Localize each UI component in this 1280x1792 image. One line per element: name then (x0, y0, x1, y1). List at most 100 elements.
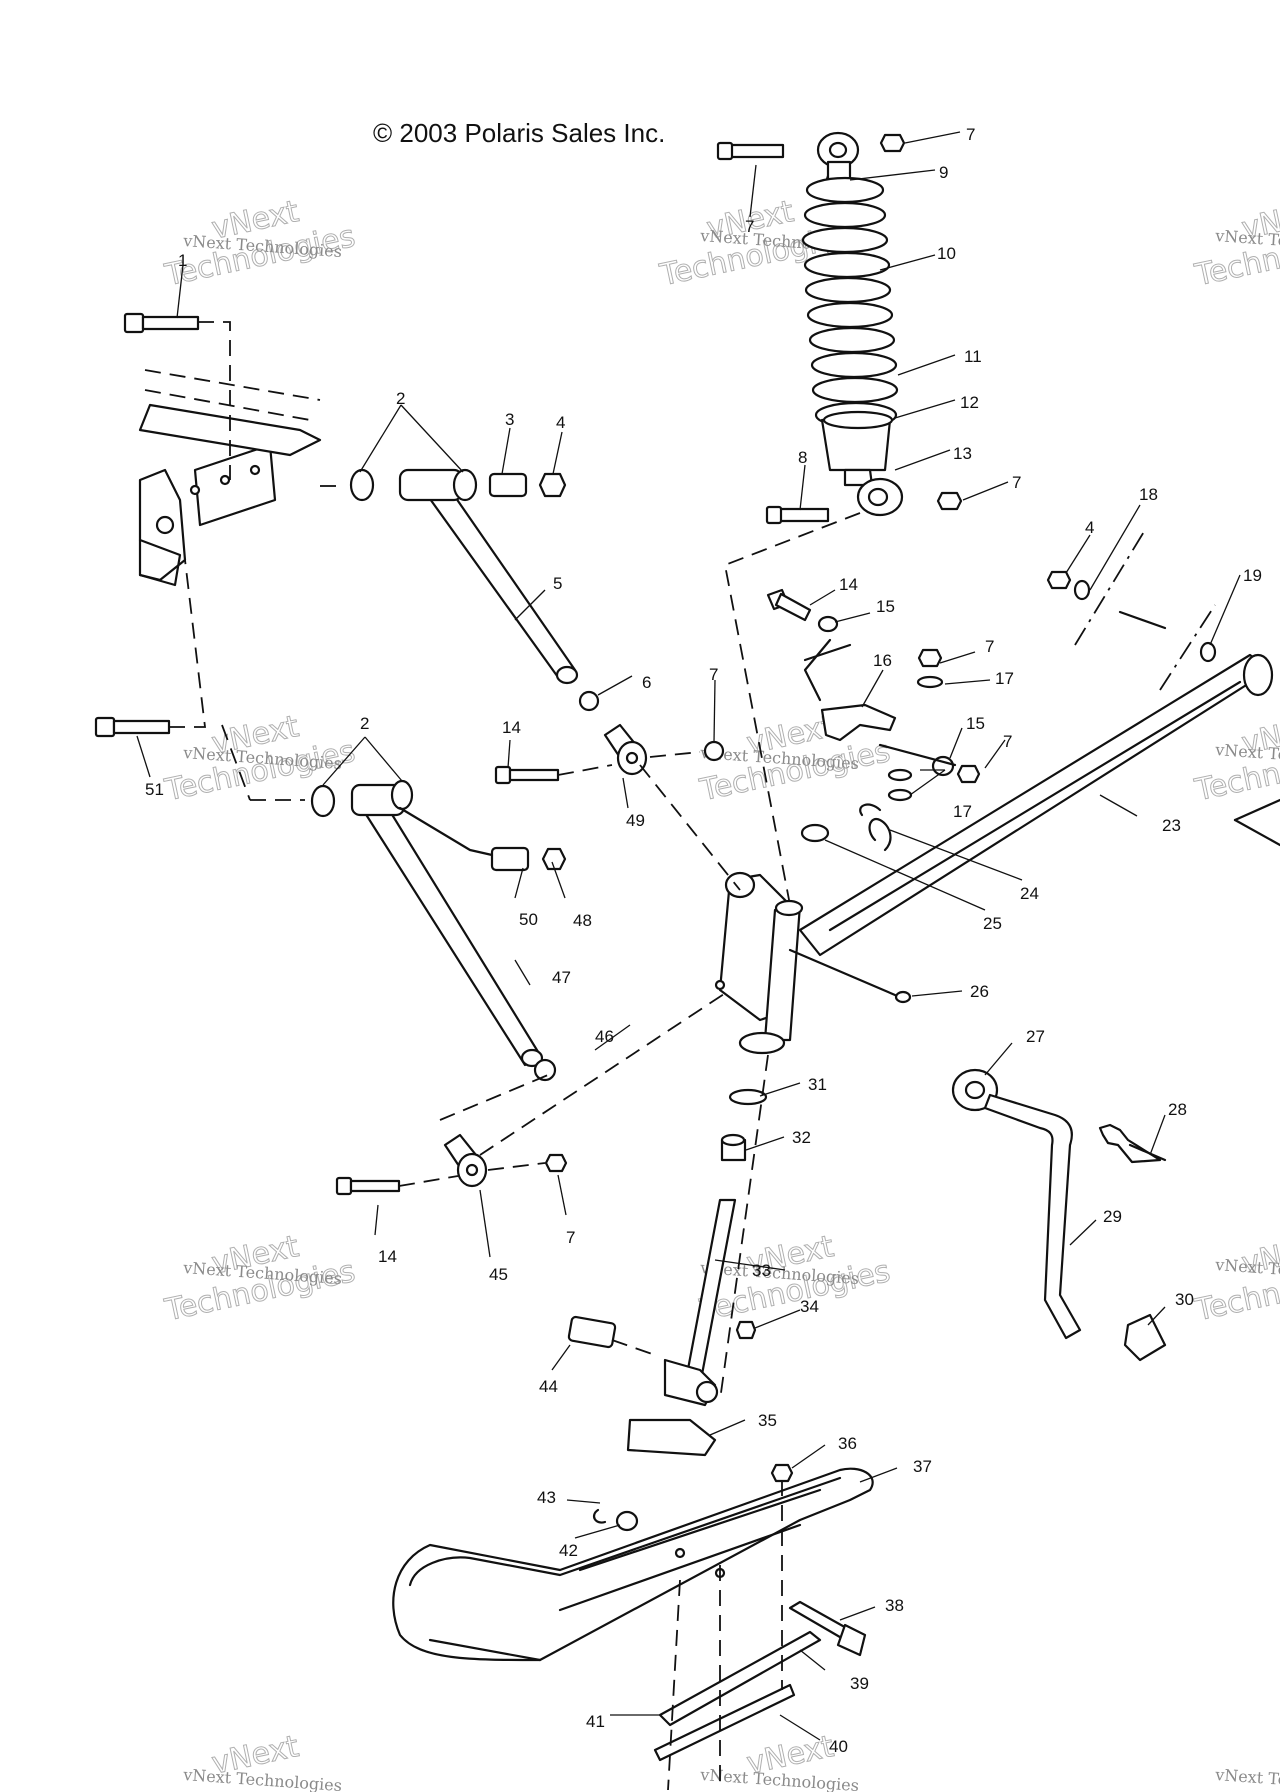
bolt-14-middle (494, 764, 613, 785)
callout-15-lower: 15 (966, 714, 985, 733)
nut-4-right (1046, 570, 1072, 590)
washer-19 (1199, 641, 1217, 663)
callout-8: 8 (798, 448, 807, 467)
shock-absorber (716, 131, 963, 906)
callout-7-bracket: 7 (985, 637, 994, 656)
clip-43 (592, 1508, 607, 1524)
bushing-25 (800, 823, 830, 843)
spring (801, 176, 899, 429)
callout-7: 7 (966, 125, 975, 144)
leader-lines (136, 131, 1241, 1741)
callout-7-right: 7 (1003, 732, 1012, 751)
copyright-notice: © 2003 Polaris Sales Inc. (373, 118, 665, 148)
nut-7-top (879, 133, 906, 153)
callout-10: 10 (937, 244, 956, 263)
upper-a-arm (320, 468, 579, 685)
callout-28: 28 (1168, 1100, 1187, 1119)
callout-3: 3 (505, 410, 514, 429)
callout-4: 4 (556, 413, 565, 432)
callout-6: 6 (642, 673, 651, 692)
callout-33: 33 (752, 1261, 771, 1280)
callout-17: 17 (995, 669, 1014, 688)
callout-15: 15 (876, 597, 895, 616)
callout-26: 26 (970, 982, 989, 1001)
bolt-14-lower (335, 1175, 459, 1196)
ball-joint-49 (603, 723, 648, 776)
callout-2: 2 (396, 389, 405, 408)
shaft-33 (663, 1198, 737, 1407)
nut-7-right (956, 764, 981, 784)
callout-17-lower: 17 (953, 802, 972, 821)
bushing-32 (720, 1133, 747, 1162)
tie-rod-end-30 (1123, 1313, 1167, 1362)
callout-19: 19 (1243, 566, 1262, 585)
callout-2-lower: 2 (360, 714, 369, 733)
callout-11: 11 (964, 347, 982, 366)
nut-36 (770, 1463, 794, 1483)
callout-29: 29 (1103, 1207, 1122, 1226)
callout-30: 30 (1175, 1290, 1194, 1309)
bolt-28 (1098, 1123, 1162, 1164)
callout-39: 39 (850, 1674, 869, 1693)
washer-31 (728, 1088, 768, 1106)
bushing-lower-left (310, 784, 336, 818)
callout-43: 43 (537, 1488, 556, 1507)
callout-labels: 1 2 3 4 5 6 7 8 9 10 11 12 13 14 15 16 1… (145, 125, 1262, 1756)
callout-37: 37 (913, 1457, 932, 1476)
nut-6 (578, 690, 600, 712)
callout-7-middle: 7 (709, 665, 718, 684)
sleeve-3 (488, 472, 528, 498)
callout-14-lower: 14 (378, 1247, 397, 1266)
callout-44: 44 (539, 1377, 558, 1396)
nut-34 (735, 1320, 757, 1340)
callout-4-right: 4 (1085, 518, 1094, 537)
callout-42: 42 (559, 1541, 578, 1560)
callout-7-lower: 7 (566, 1228, 575, 1247)
nut-7-shock (936, 491, 963, 511)
nut-48 (541, 847, 567, 871)
callout-13: 13 (953, 444, 972, 463)
callout-41: 41 (586, 1712, 605, 1731)
callout-35: 35 (758, 1411, 777, 1430)
bushing-lower-right (390, 779, 414, 811)
bolt-1 (123, 312, 231, 480)
callout-48: 48 (573, 911, 592, 930)
skag-39 (658, 1630, 822, 1727)
bolt-51 (94, 559, 207, 738)
bolt-26 (894, 990, 912, 1004)
nut-46 (533, 1058, 557, 1082)
bushing-upper-left (349, 468, 375, 502)
nut-4 (538, 472, 567, 498)
callout-18: 18 (1139, 485, 1158, 504)
callout-31: 31 (808, 1075, 827, 1094)
lower-a-arm (221, 724, 544, 1068)
callout-12: 12 (960, 393, 979, 412)
ball-joint-45 (439, 1074, 549, 1188)
washer-17-b (887, 788, 913, 802)
callout-47: 47 (552, 968, 571, 987)
sleeve-50 (398, 806, 530, 872)
callout-7-upper-bolt: 7 (745, 217, 754, 236)
callout-51: 51 (145, 780, 164, 799)
callout-16: 16 (873, 651, 892, 670)
nut-7-lower (487, 1153, 568, 1173)
callout-24: 24 (1020, 884, 1039, 903)
callout-46: 46 (595, 1027, 614, 1046)
callout-25: 25 (983, 914, 1002, 933)
nut-7-middle (649, 740, 725, 762)
callout-50: 50 (519, 910, 538, 929)
callout-7-shock: 7 (1012, 473, 1021, 492)
nut-7-bracket (917, 648, 943, 668)
steering-arm (951, 1068, 1167, 1362)
bushing-upper-right (452, 468, 478, 502)
washer-17-upper (916, 675, 944, 689)
bushing-44 (567, 1315, 617, 1349)
callout-23: 23 (1162, 816, 1181, 835)
callout-36: 36 (838, 1434, 857, 1453)
callout-14: 14 (839, 575, 858, 594)
washer-17-a (887, 768, 913, 782)
callout-38: 38 (885, 1596, 904, 1615)
wear-pad-35 (626, 1418, 717, 1457)
bolt-14-upper (766, 588, 812, 622)
